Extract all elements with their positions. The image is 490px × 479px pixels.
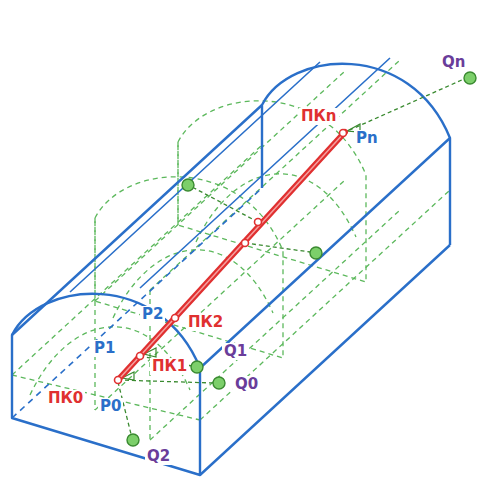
point-label: Qn [440,54,467,71]
picket-label: ПКn [299,108,339,125]
point-label: Q0 [233,376,260,393]
point-label: Pn [354,130,380,147]
point-label: P1 [92,340,117,357]
point-label: Q1 [222,343,249,360]
point-label: P2 [140,306,165,323]
picket-label: ПК2 [186,314,225,331]
angle-mark [122,124,360,380]
point-label: P0 [98,398,123,415]
section-grid [12,60,450,440]
picket-label: ПК0 [46,390,85,407]
tunnel-outline [12,58,450,475]
point-label: Q2 [145,448,172,465]
tunnel-axis [118,132,345,380]
picket-point [115,130,347,384]
survey-point [127,72,476,446]
offset-leader [118,79,464,434]
picket-label: ПК1 [150,358,189,375]
